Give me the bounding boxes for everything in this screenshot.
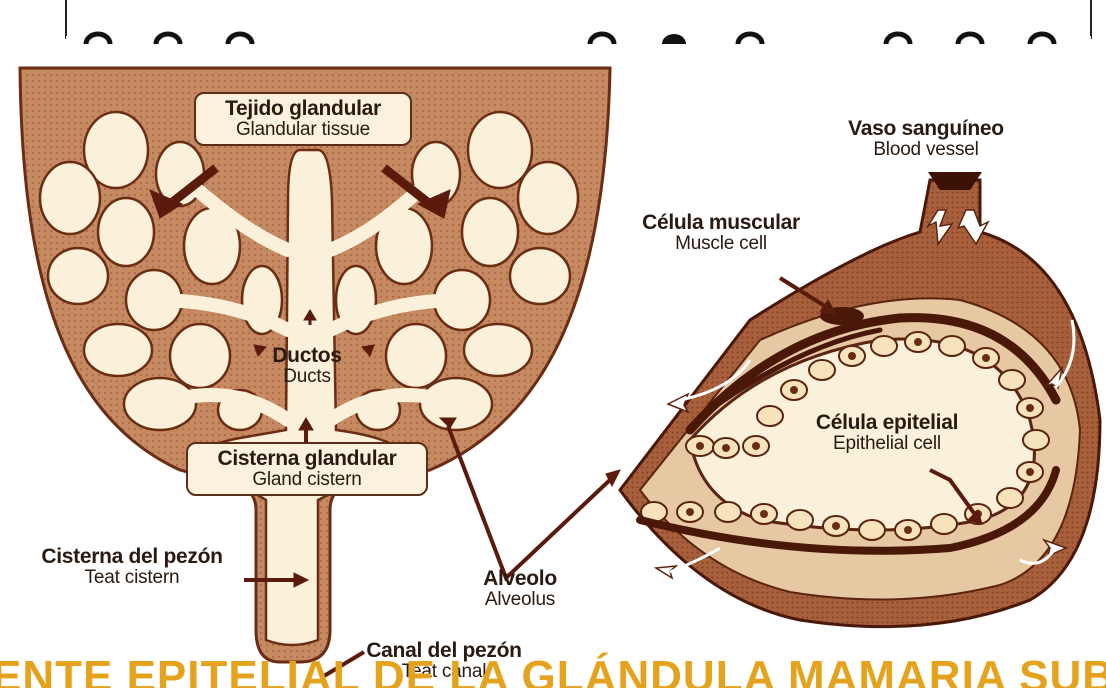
label-glandular-tissue-es: Tejido glandular [208, 98, 398, 120]
label-ducts: Ductos Ducts [262, 345, 352, 387]
label-teat-cistern-es: Cisterna del pezón [18, 546, 246, 568]
cropped-caption: ENTE EPITELIAL DE LA GLÁNDULA MAMARIA SU… [0, 650, 1106, 688]
label-gland-cistern-es: Cisterna glandular [200, 448, 414, 470]
label-ducts-es: Ductos [262, 345, 352, 367]
label-gland-cistern-en: Gland cistern [200, 470, 414, 490]
label-glandular-tissue-en: Glandular tissue [208, 120, 398, 140]
label-blood-vessel-es: Vaso sanguíneo [836, 118, 1016, 140]
label-teat-cistern: Cisterna del pezón Teat cistern [18, 546, 246, 588]
label-alveolus-en: Alveolus [470, 590, 570, 610]
label-epithelial-cell-en: Epithelial cell [804, 434, 970, 454]
cropped-caption-text: ENTE EPITELIAL DE LA GLÁNDULA MAMARIA SU… [0, 652, 1106, 688]
label-gland-cistern: Cisterna glandular Gland cistern [186, 442, 428, 496]
label-epithelial-cell: Célula epitelial Epithelial cell [804, 412, 970, 454]
label-blood-vessel: Vaso sanguíneo Blood vessel [836, 118, 1016, 160]
label-ducts-en: Ducts [262, 367, 352, 387]
label-alveolus-es: Alveolo [470, 568, 570, 590]
label-blood-vessel-en: Blood vessel [836, 140, 1016, 160]
label-glandular-tissue: Tejido glandular Glandular tissue [194, 92, 412, 146]
label-teat-cistern-en: Teat cistern [18, 568, 246, 588]
label-alveolus: Alveolo Alveolus [470, 568, 570, 610]
label-muscle-cell-en: Muscle cell [632, 234, 810, 254]
label-muscle-cell-es: Célula muscular [632, 212, 810, 234]
label-epithelial-cell-es: Célula epitelial [804, 412, 970, 434]
label-muscle-cell: Célula muscular Muscle cell [632, 212, 810, 254]
